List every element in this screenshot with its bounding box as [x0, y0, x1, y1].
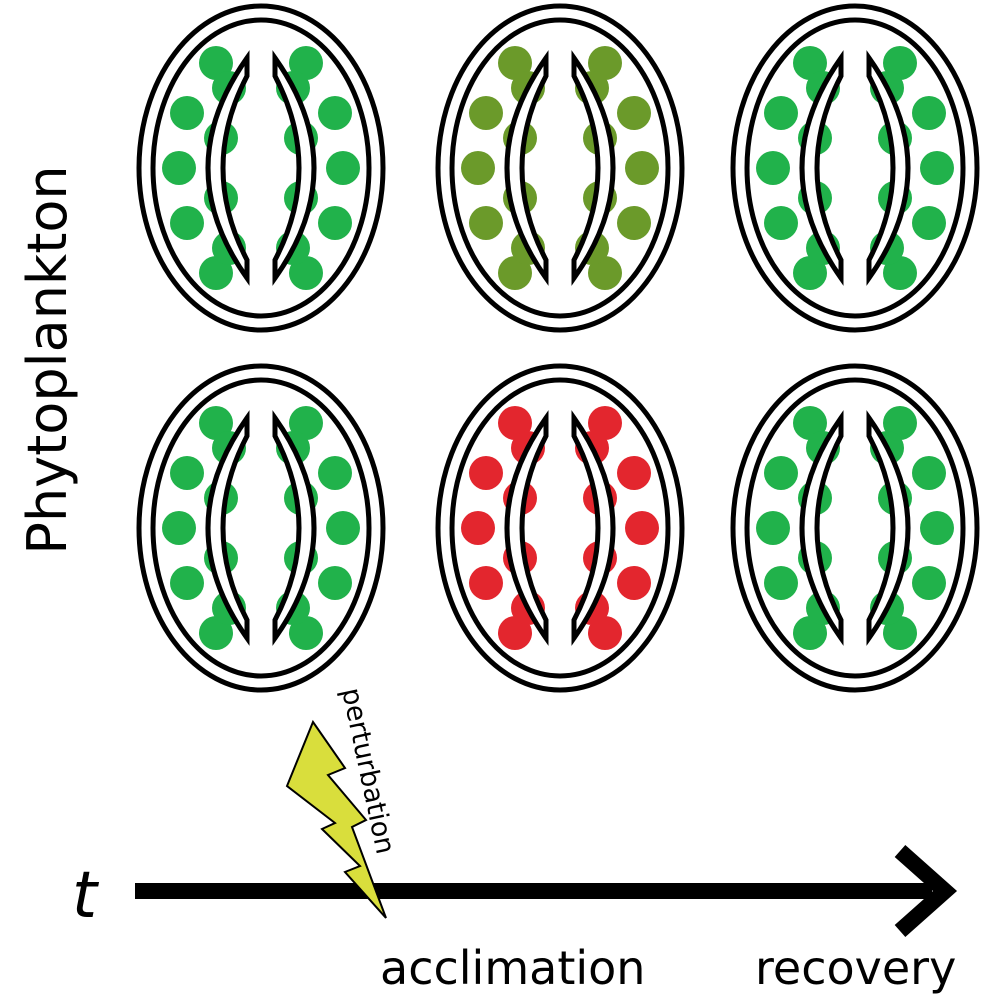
chloroplast-dot	[318, 96, 352, 130]
cell-inner-wall	[744, 377, 966, 679]
chloroplast-dot	[469, 206, 503, 240]
left-membrane	[799, 50, 844, 286]
chloroplast-dot	[617, 456, 651, 490]
time-axis	[135, 845, 958, 937]
time-axis-arrowhead	[894, 845, 958, 937]
phytoplankton-cell-healthy	[136, 3, 386, 333]
cell-inner-wall	[150, 377, 372, 679]
chloroplast-dot	[469, 96, 503, 130]
bottom-row	[136, 363, 980, 693]
chloroplast-dot	[756, 151, 790, 185]
chloroplast-dot	[793, 406, 827, 440]
chloroplast-dot	[289, 616, 323, 650]
acclimation-label: acclimation	[380, 941, 645, 995]
cell-inner-wall	[449, 17, 671, 319]
chloroplast-dot	[498, 46, 532, 80]
chloroplast-dot	[764, 566, 798, 600]
chloroplast-dot	[764, 456, 798, 490]
chloroplast-dot	[617, 206, 651, 240]
left-membrane	[205, 410, 250, 646]
chloroplast-dot	[170, 566, 204, 600]
chloroplast-dot	[588, 256, 622, 290]
chloroplast-dot	[883, 46, 917, 80]
chloroplast-dot	[912, 96, 946, 130]
chloroplast-dot	[617, 96, 651, 130]
phytoplankton-cell-acclimated	[435, 3, 685, 333]
chloroplast-dot	[318, 566, 352, 600]
chloroplast-dot	[199, 256, 233, 290]
chloroplast-dot	[326, 151, 360, 185]
chloroplast-dot	[289, 406, 323, 440]
chloroplast-dot	[289, 46, 323, 80]
cell-inner-wall	[449, 377, 671, 679]
chloroplast-dot	[912, 206, 946, 240]
chloroplast-dot	[326, 511, 360, 545]
cell-grid	[136, 3, 980, 693]
phytoplankton-cell-healthy	[136, 363, 386, 693]
chloroplast-dot	[162, 511, 196, 545]
chloroplast-dot	[625, 151, 659, 185]
chloroplast-dot	[199, 616, 233, 650]
chloroplast-dot	[764, 206, 798, 240]
chloroplast-dot	[883, 406, 917, 440]
chloroplast-dot	[588, 46, 622, 80]
chloroplast-dot	[170, 206, 204, 240]
chloroplast-dot	[625, 511, 659, 545]
chloroplast-dot	[199, 406, 233, 440]
chloroplast-dot	[912, 566, 946, 600]
right-membrane	[272, 410, 317, 646]
chloroplast-dot	[498, 406, 532, 440]
right-membrane	[866, 410, 911, 646]
chloroplast-dot	[289, 256, 323, 290]
left-membrane	[504, 50, 549, 286]
cell-inner-wall	[744, 17, 966, 319]
chloroplast-dot	[498, 616, 532, 650]
chloroplast-dot	[756, 511, 790, 545]
chloroplast-dot	[793, 256, 827, 290]
chloroplast-dot	[793, 616, 827, 650]
chloroplast-dot	[318, 456, 352, 490]
chloroplast-dot	[764, 96, 798, 130]
phytoplankton-cell-stressed	[435, 363, 685, 693]
right-membrane	[571, 410, 616, 646]
top-row	[136, 3, 980, 333]
left-membrane	[504, 410, 549, 646]
phytoplankton-cell-healthy	[730, 363, 980, 693]
chloroplast-dot	[461, 511, 495, 545]
chloroplast-dot	[318, 206, 352, 240]
chloroplast-dot	[461, 151, 495, 185]
chloroplast-dot	[920, 151, 954, 185]
cell-inner-wall	[150, 17, 372, 319]
phytoplankton-cell-healthy	[730, 3, 980, 333]
y-axis-label: Phytoplankton	[16, 165, 79, 554]
chloroplast-dot	[498, 256, 532, 290]
chloroplast-dot	[469, 566, 503, 600]
chloroplast-dot	[199, 46, 233, 80]
lightning-bolt-icon	[285, 719, 387, 919]
chloroplast-dot	[793, 46, 827, 80]
chloroplast-dot	[170, 456, 204, 490]
chloroplast-dot	[883, 256, 917, 290]
right-membrane	[272, 50, 317, 286]
chloroplast-dot	[170, 96, 204, 130]
chloroplast-dot	[588, 406, 622, 440]
left-membrane	[205, 50, 250, 286]
recovery-label: recovery	[755, 941, 956, 995]
time-label: t	[72, 859, 100, 933]
chloroplast-dot	[162, 151, 196, 185]
chloroplast-dot	[469, 456, 503, 490]
right-membrane	[571, 50, 616, 286]
chloroplast-dot	[912, 456, 946, 490]
left-membrane	[799, 410, 844, 646]
chloroplast-dot	[883, 616, 917, 650]
chloroplast-dot	[920, 511, 954, 545]
chloroplast-dot	[588, 616, 622, 650]
chloroplast-dot	[617, 566, 651, 600]
right-membrane	[866, 50, 911, 286]
